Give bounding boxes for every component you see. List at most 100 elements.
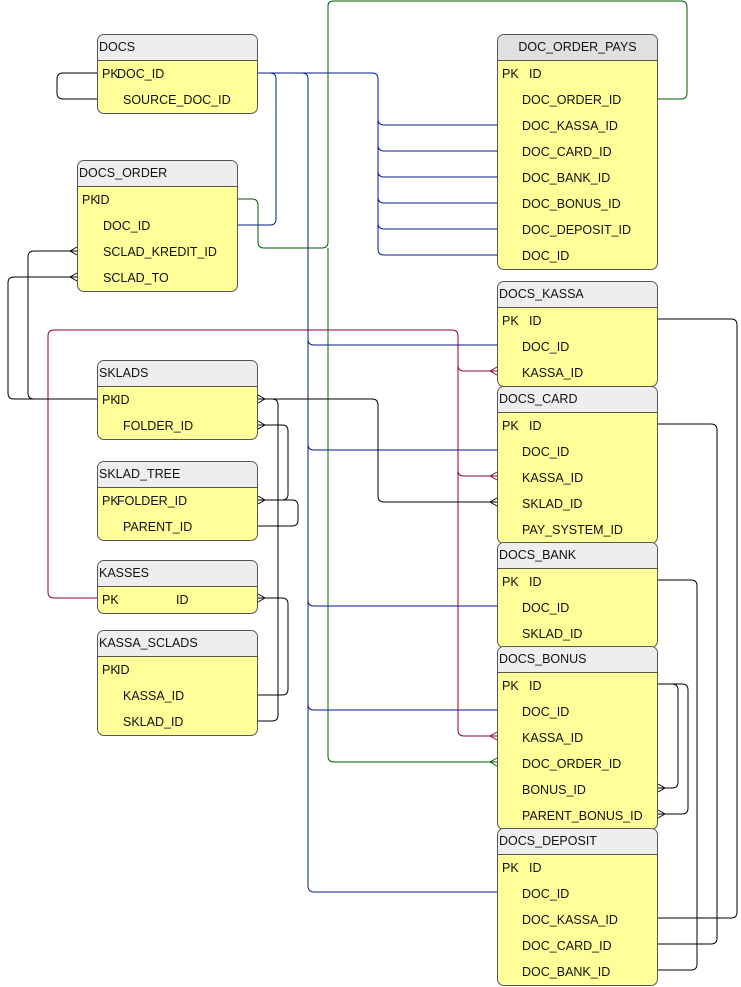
field-row[interactable]: DOC_CARD_ID: [498, 933, 657, 959]
link-order-sclad-kredit: [27, 250, 97, 400]
field-row[interactable]: PAY_SYSTEM_ID: [498, 517, 657, 543]
link-docs-bank-doc: [307, 444, 497, 607]
field-row[interactable]: DOC_BANK_ID: [498, 165, 657, 191]
field-row[interactable]: DOC_ID: [498, 699, 657, 725]
table-header: DOCS: [98, 35, 257, 61]
link-bonus-order: [327, 248, 497, 763]
field-name: SCLAD_TO: [103, 271, 169, 285]
link-bonus-kassa: [457, 470, 497, 737]
field-row[interactable]: PARENT_BONUS_ID: [498, 803, 657, 829]
primary-key-marker: PK: [502, 419, 519, 433]
field-name: DOC_ID: [103, 219, 151, 233]
primary-key-marker: PK: [502, 575, 519, 589]
field-name: DOC_BANK_ID: [522, 171, 611, 185]
link-docs-card-doc: [307, 339, 497, 451]
field-row[interactable]: SCLAD_KREDIT_ID: [78, 239, 237, 265]
field-row[interactable]: DOC_BONUS_ID: [498, 191, 657, 217]
crows-foot-marker: [489, 757, 498, 767]
field-row[interactable]: KASSA_ID: [498, 725, 657, 751]
field-name: DOC_ID: [117, 67, 165, 81]
primary-key-marker: PK: [502, 861, 519, 875]
field-name: SKLAD_ID: [123, 715, 184, 729]
field-row[interactable]: SKLAD_ID: [98, 709, 257, 735]
link-deposit-bank: [658, 579, 698, 971]
crows-foot-marker: [489, 471, 498, 481]
field-name: ID: [529, 575, 542, 589]
field-row[interactable]: DOC_KASSA_ID: [498, 907, 657, 933]
field-row[interactable]: DOC_ID: [78, 213, 237, 239]
field-name: DOC_KASSA_ID: [522, 119, 618, 133]
field-row[interactable]: DOC_ORDER_ID: [498, 751, 657, 777]
field-row[interactable]: PK ID: [498, 569, 657, 595]
link-docs-bonus-doc: [307, 600, 497, 711]
link-bonus-bonus: [658, 683, 679, 789]
field-row[interactable]: DOC_ID: [498, 334, 657, 360]
field-name: DOC_DEPOSIT_ID: [522, 223, 632, 237]
crows-foot-marker: [489, 366, 498, 376]
field-row[interactable]: DOC_ID: [498, 881, 657, 907]
field-row[interactable]: SKLAD_ID: [498, 491, 657, 517]
field-row[interactable]: SCLAD_TO: [78, 265, 237, 291]
field-name: ID: [117, 663, 130, 677]
link-card-sklad: [258, 398, 497, 503]
field-row[interactable]: DOC_ID: [498, 595, 657, 621]
field-row[interactable]: BONUS_ID: [498, 777, 657, 803]
field-row[interactable]: PARENT_ID: [98, 514, 257, 540]
field-row[interactable]: FOLDER_ID: [98, 413, 257, 439]
field-name: SKLAD_ID: [522, 627, 583, 641]
link-doc-kassa: [258, 72, 497, 126]
field-name: DOC_ID: [522, 249, 570, 263]
field-row[interactable]: DOC_DEPOSIT_ID: [498, 217, 657, 243]
primary-key-marker: PK: [102, 67, 119, 81]
field-row[interactable]: DOC_CARD_ID: [498, 139, 657, 165]
crows-foot-marker: [489, 497, 498, 507]
field-row[interactable]: KASSA_ID: [498, 465, 657, 491]
primary-key-marker: PK: [502, 67, 519, 81]
field-name: DOC_CARD_ID: [522, 145, 612, 159]
field-row[interactable]: KASSA_ID: [98, 683, 257, 709]
field-row[interactable]: DOC_ORDER_ID: [498, 87, 657, 113]
field-row[interactable]: SOURCE_DOC_ID: [98, 87, 257, 113]
field-row[interactable]: KASSA_ID: [498, 360, 657, 386]
link-docs-self: [56, 72, 97, 100]
field-row[interactable]: DOC_KASSA_ID: [498, 113, 657, 139]
link-kassa-sclads-kassa: [258, 597, 289, 696]
field-name: DOC_CARD_ID: [522, 939, 612, 953]
field-name: KASSA_ID: [522, 471, 584, 485]
field-name: ID: [97, 193, 110, 207]
link-bonus-parent: [658, 683, 689, 815]
link-doc-id: [377, 223, 497, 256]
field-row[interactable]: DOC_ID: [498, 243, 657, 269]
field-name: DOC_ID: [522, 340, 570, 354]
field-name: PARENT_BONUS_ID: [522, 809, 643, 823]
table-header: DOCS_BANK: [498, 543, 657, 569]
table-header: SKLAD_TREE: [98, 462, 257, 488]
field-row[interactable]: DOC_BANK_ID: [498, 959, 657, 985]
table-docs-bank[interactable]: DOCS_BANK PK ID DOC_ID SKLAD_ID: [497, 542, 658, 648]
field-row[interactable]: SKLAD_ID: [498, 621, 657, 647]
field-row[interactable]: DOC_ID: [498, 439, 657, 465]
